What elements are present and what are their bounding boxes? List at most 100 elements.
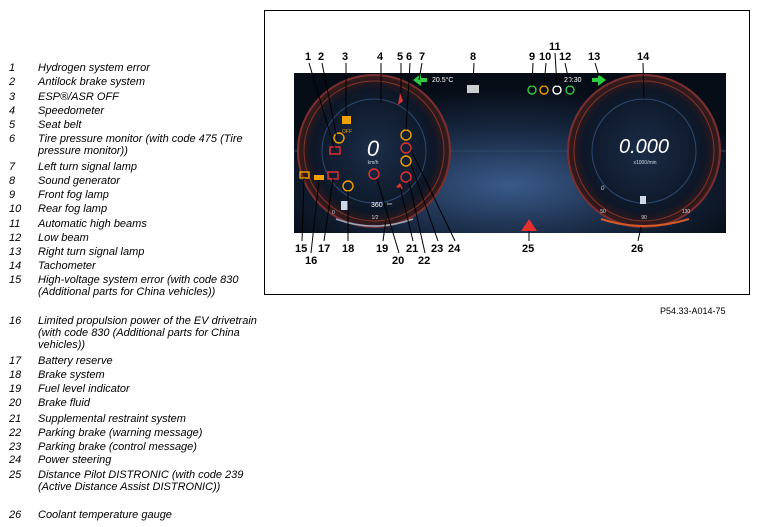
- fuel-scale-arc: [335, 218, 414, 227]
- speed-unit: km/h: [368, 160, 379, 166]
- legend-label: Left turn signal lamp: [38, 161, 138, 173]
- fuel-pump-icon: [341, 201, 348, 210]
- legend-number: 26: [9, 509, 22, 521]
- legend-label: High-voltage system error (with code 830…: [38, 274, 239, 298]
- legend-number: 11: [9, 218, 21, 230]
- legend-number: 15: [9, 274, 22, 286]
- legend-number: 23: [9, 441, 22, 453]
- rpm-value: 0.000: [619, 136, 669, 158]
- legend-label: Parking brake (warning message): [38, 427, 203, 439]
- parking-brake-control-icon: [400, 155, 412, 167]
- abs-icon: [333, 132, 345, 144]
- legend-number: 21: [9, 413, 22, 425]
- legend-number: 1: [9, 62, 16, 74]
- legend-number: 8: [9, 175, 16, 187]
- legend-label: Power steering: [38, 454, 112, 466]
- clock-time: 20:30: [564, 77, 582, 84]
- legend-number: 2: [9, 76, 16, 88]
- coolant-high-label: 130: [682, 209, 691, 215]
- callout-number: 1: [305, 51, 311, 63]
- legend-label: Supplemental restraint system: [38, 413, 186, 425]
- legend-number: 14: [9, 260, 22, 272]
- hv-error-icon: [299, 171, 310, 179]
- coolant-scale-arc: [600, 218, 690, 227]
- callout-number: 8: [470, 51, 476, 63]
- callout-number: 6: [406, 51, 412, 63]
- rpm-unit: x1000/min: [633, 160, 656, 166]
- callout-number: 24: [448, 243, 461, 255]
- legend-label: Seat belt: [38, 119, 82, 131]
- callout-number: 19: [376, 243, 388, 255]
- left-turn-arrow-icon: [413, 74, 427, 86]
- legend-label: Speedometer: [38, 105, 105, 117]
- legend-number: 12: [9, 232, 22, 244]
- speed-value: 0: [367, 136, 380, 161]
- callout-number: 16: [305, 255, 317, 267]
- legend-number: 10: [9, 203, 22, 215]
- legend-number: 20: [9, 397, 22, 409]
- legend-number: 3: [9, 91, 16, 103]
- svg-text:OFF: OFF: [342, 129, 352, 135]
- legend-label: Parking brake (control message): [38, 441, 197, 453]
- figure-reference: P54.33-A014-75: [660, 306, 726, 316]
- callout-number: 7: [419, 51, 425, 63]
- legend-number: 4: [9, 105, 16, 117]
- callout-number: 21: [406, 243, 418, 255]
- range-unit: km: [387, 201, 393, 206]
- outside-temperature: 20.5°C: [432, 76, 453, 84]
- right-turn-arrow-icon: [592, 74, 606, 86]
- legend-label: Tachometer: [38, 260, 96, 272]
- legend-label: Sound generator: [38, 175, 120, 187]
- legend-number: 25: [9, 469, 22, 481]
- range-value: 360: [371, 202, 383, 209]
- callout-number: 9: [529, 51, 535, 63]
- sound-generator-icon: [467, 85, 479, 93]
- callout-number: 4: [377, 51, 384, 63]
- hydrogen-error-icon: [329, 146, 341, 155]
- fuel-half-label: 1/2: [372, 215, 379, 221]
- callout-number: 18: [342, 243, 354, 255]
- callout-number: 15: [295, 243, 307, 255]
- legend-label: Fuel level indicator: [38, 383, 130, 395]
- callout-number: 13: [588, 51, 600, 63]
- legend-number: 7: [9, 161, 16, 173]
- legend-label: Limited propulsion power of the EV drive…: [38, 315, 257, 351]
- legend-number: 16: [9, 315, 22, 327]
- callout-number: 25: [522, 243, 534, 255]
- coolant-icon: [640, 196, 646, 204]
- callout-number: 14: [637, 51, 650, 63]
- callout-number: 3: [342, 51, 348, 63]
- callout-number: 26: [631, 243, 643, 255]
- legend-label: Battery reserve: [38, 355, 113, 367]
- legend-label: Right turn signal lamp: [38, 246, 145, 258]
- callout-number: 2: [318, 51, 324, 63]
- callout-number: 17: [318, 243, 330, 255]
- legend-number: 13: [9, 246, 22, 258]
- legend-label: Brake system: [38, 369, 105, 381]
- legend-number: 9: [9, 189, 16, 201]
- cluster-illustration: 0 km/h 0.000 x1000/min 20.5°C 20:30 360 …: [294, 41, 726, 267]
- legend-label: Coolant temperature gauge: [38, 509, 172, 521]
- instrument-cluster-figure: 0 km/h 0.000 x1000/min 20.5°C 20:30 360 …: [264, 10, 750, 295]
- callout-number: 12: [559, 51, 571, 63]
- callout-number: 20: [392, 255, 404, 267]
- coolant-mid-label: 90: [641, 215, 647, 221]
- seatbelt-icon: [398, 93, 403, 105]
- brake-fluid-icon: [368, 168, 380, 180]
- legend-number: 18: [9, 369, 22, 381]
- callout-number: 23: [431, 243, 443, 255]
- speedometer-dial: [297, 74, 451, 228]
- legend-number: 6: [9, 133, 16, 145]
- limited-power-icon: [314, 175, 324, 180]
- callout-number: 11: [549, 41, 561, 53]
- callout-number: 5: [397, 51, 403, 63]
- airbag-icon: [396, 183, 403, 189]
- legend-number: 19: [9, 383, 22, 395]
- legend-label: ESP®/ASR OFF: [38, 91, 119, 103]
- legend-label: Brake fluid: [38, 397, 90, 409]
- coolant-low-label: 50: [600, 209, 606, 215]
- legend-label: Automatic high beams: [38, 218, 147, 230]
- fuel-zero-label: 0: [332, 210, 335, 216]
- parking-brake-warning-icon: [400, 171, 412, 183]
